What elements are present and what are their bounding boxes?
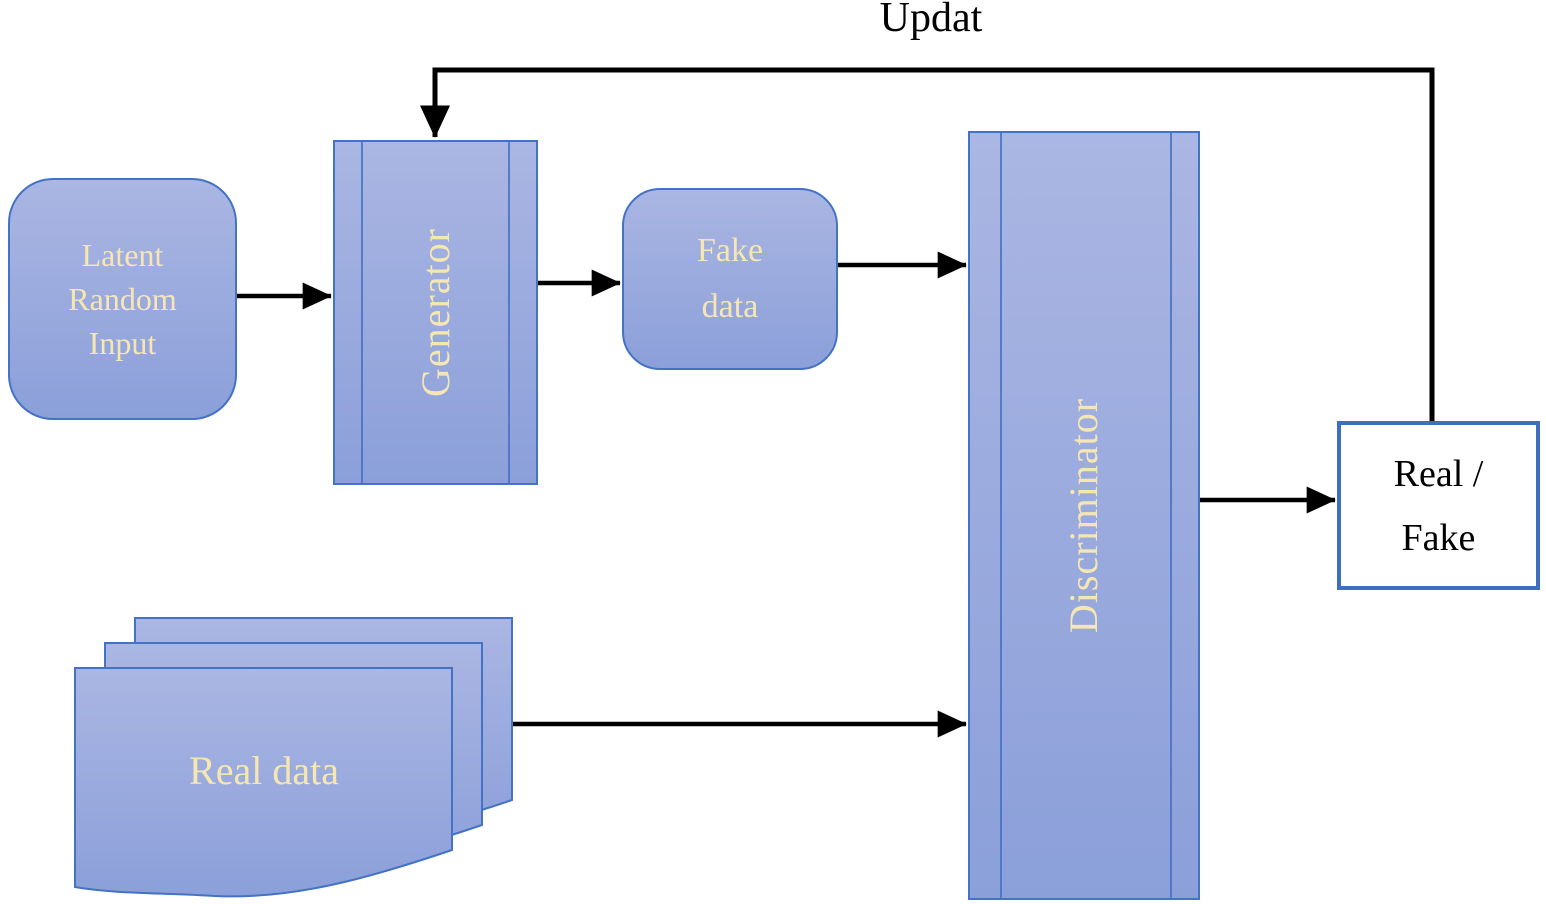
arrow-feedback-update-to-generator (420, 67, 1435, 421)
real-fake-output-label: Real / Fake (1393, 452, 1484, 559)
update-label: Updat (879, 0, 983, 41)
real-data-sheet-front (74, 667, 453, 898)
generator-node: Generator (333, 140, 538, 485)
generator-inner-line-left (361, 142, 363, 483)
generator-label: Generator (413, 228, 458, 397)
latent-random-input-label: Latent Random Input (68, 237, 177, 361)
fake-data-node: Fake data (622, 188, 838, 370)
generator-label-wrap: Generator (335, 142, 536, 483)
real-data-label: Real data (189, 747, 339, 793)
discriminator-node: Discriminator (968, 131, 1200, 900)
real-data-document-stack (74, 617, 513, 898)
fake-data-label: Fake data (696, 232, 764, 325)
discriminator-inner-line-left (1000, 133, 1002, 898)
discriminator-label-wrap: Discriminator (970, 133, 1198, 898)
real-data-label-wrap: Real data (75, 700, 453, 840)
generator-inner-line-right (508, 142, 510, 483)
latent-random-input-node: Latent Random Input (8, 178, 237, 420)
discriminator-label: Discriminator (1061, 397, 1107, 634)
discriminator-inner-line-right (1170, 133, 1172, 898)
real-fake-output-node: Real / Fake (1337, 421, 1540, 590)
